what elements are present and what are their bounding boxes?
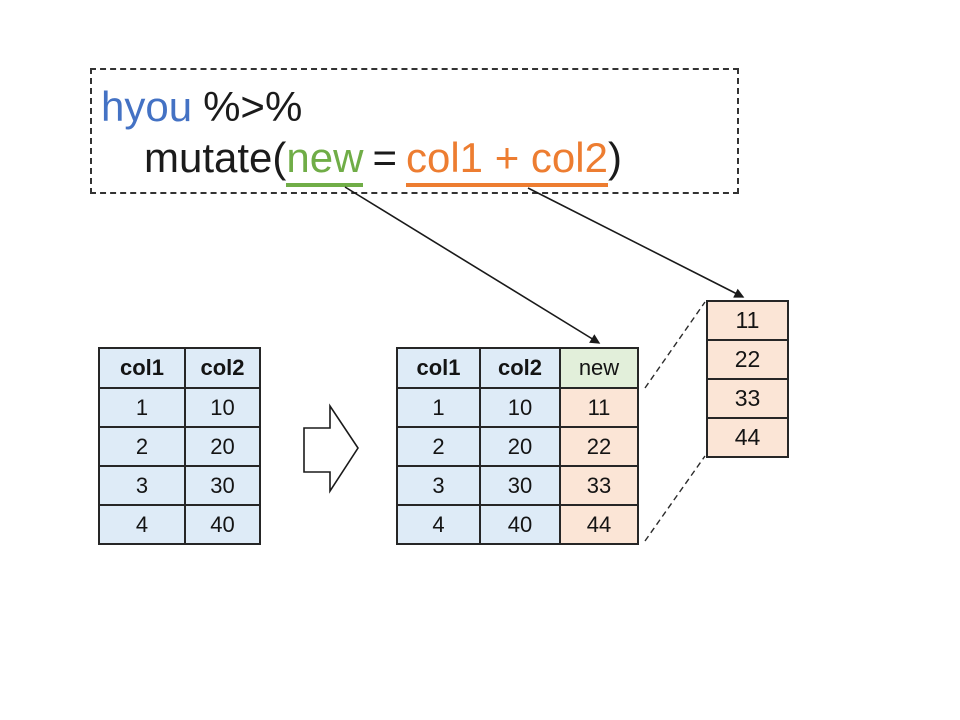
- table-header-row: col1 col2: [98, 347, 261, 389]
- new-column-cell: 44: [559, 504, 639, 545]
- table-cell: 4: [98, 504, 186, 545]
- table-cell: 30: [184, 465, 261, 506]
- table-row: 3 30 33: [396, 465, 639, 506]
- result-column: 11 22 33 44: [706, 300, 789, 458]
- zoom-dashed-line-bottom: [644, 455, 706, 542]
- table-cell: 3: [98, 465, 186, 506]
- new-column-header-cell: new: [559, 347, 639, 389]
- table-cell: 20: [479, 426, 561, 467]
- table-row: 4 40: [98, 504, 261, 545]
- mapping-arrow-result-icon: [527, 187, 745, 298]
- table-header-cell: col2: [479, 347, 561, 389]
- table-row: 22: [706, 339, 789, 380]
- result-cell: 11: [706, 300, 789, 341]
- table-row: 2 20: [98, 426, 261, 467]
- expression-token: col1 + col2: [405, 134, 608, 187]
- new-column-cell: 22: [559, 426, 639, 467]
- pipe-operator-token: %>%: [203, 83, 303, 130]
- result-cell: 44: [706, 417, 789, 458]
- table-row: 1 10: [98, 387, 261, 428]
- table-header-cell: col2: [184, 347, 261, 389]
- table-row: 1 10 11: [396, 387, 639, 428]
- result-cell: 22: [706, 339, 789, 380]
- table-cell: 30: [479, 465, 561, 506]
- new-column-token: new: [286, 134, 364, 187]
- mapping-arrow-new-icon: [344, 186, 601, 344]
- table-row: 33: [706, 378, 789, 419]
- code-line-1: hyou%>%: [101, 84, 302, 130]
- result-cell: 33: [706, 378, 789, 419]
- transform-block-arrow-icon: [303, 403, 359, 494]
- table-cell: 10: [184, 387, 261, 428]
- table-header-cell: col1: [98, 347, 186, 389]
- table-cell: 2: [396, 426, 481, 467]
- code-line-2: mutate(new=col1 + col2): [144, 134, 622, 187]
- equals-token: =: [372, 134, 397, 181]
- input-table: col1 col2 1 10 2 20 3 30 4 40: [98, 347, 261, 545]
- table-cell: 20: [184, 426, 261, 467]
- table-header-row: col1 col2 new: [396, 347, 639, 389]
- mutate-function-token: mutate(: [144, 134, 287, 181]
- table-cell: 1: [396, 387, 481, 428]
- table-row: 11: [706, 300, 789, 341]
- output-table: col1 col2 new 1 10 11 2 20 22 3 30 33 4 …: [396, 347, 639, 545]
- table-header-cell: col1: [396, 347, 481, 389]
- table-cell: 3: [396, 465, 481, 506]
- table-cell: 2: [98, 426, 186, 467]
- table-row: 4 40 44: [396, 504, 639, 545]
- table-row: 2 20 22: [396, 426, 639, 467]
- table-cell: 40: [184, 504, 261, 545]
- close-paren-token: ): [607, 134, 622, 181]
- code-box: [90, 68, 739, 194]
- new-column-cell: 33: [559, 465, 639, 506]
- zoom-dashed-line-top: [644, 301, 706, 389]
- table-cell: 4: [396, 504, 481, 545]
- table-cell: 40: [479, 504, 561, 545]
- new-column-cell: 11: [559, 387, 639, 428]
- table-cell: 10: [479, 387, 561, 428]
- table-cell: 1: [98, 387, 186, 428]
- table-row: 44: [706, 417, 789, 458]
- variable-token: hyou: [101, 83, 193, 130]
- table-row: 3 30: [98, 465, 261, 506]
